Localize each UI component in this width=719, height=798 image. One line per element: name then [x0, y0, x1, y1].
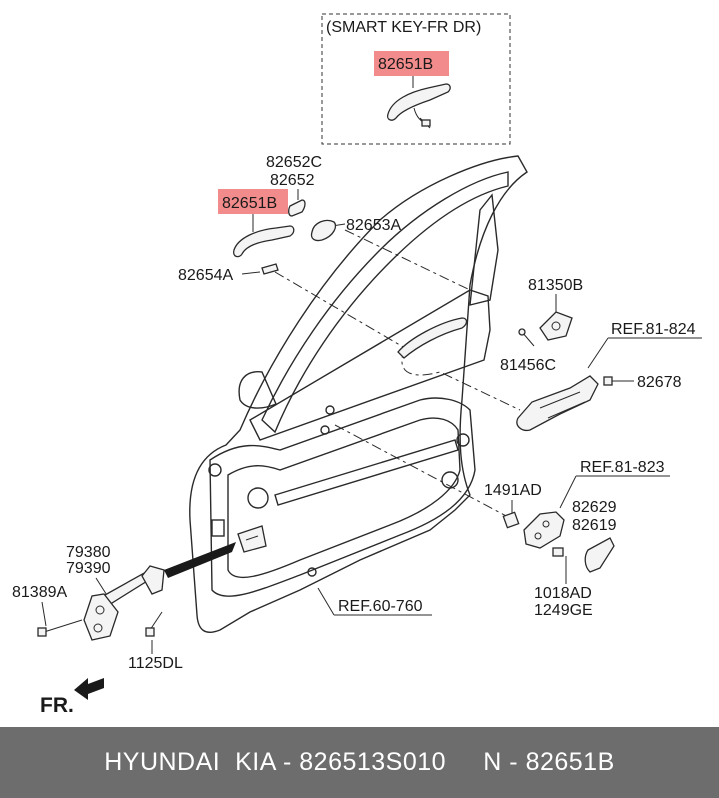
parts-diagram: (SMART KEY-FR DR) 82651B 82652C 826	[12, 13, 702, 717]
part-label-1125DL[interactable]: 1125DL	[128, 655, 183, 672]
ref-60-760-leader	[317, 587, 335, 616]
footer-part-number-text: HYUNDAI KIA - 826513S010 N - 82651B	[104, 748, 615, 776]
smart-key-handle-part[interactable]	[386, 83, 451, 129]
part-label-81456C[interactable]: 81456C	[500, 357, 556, 374]
outside-handle-part[interactable]	[233, 225, 295, 258]
part-label-81350B[interactable]: 81350B	[528, 277, 583, 294]
front-marker-label: FR.	[40, 694, 74, 717]
footer-bar: HYUNDAI KIA - 826513S010 N - 82651B	[0, 727, 719, 798]
part-label-1249GE[interactable]: 1249GE	[534, 602, 593, 619]
door-frame	[189, 155, 528, 633]
smart-key-box	[321, 13, 511, 145]
part-label-82678[interactable]: 82678	[637, 374, 682, 391]
bolt-81389A[interactable]	[37, 619, 83, 637]
bolt-1018AD[interactable]	[552, 547, 567, 584]
checker-pointer-arrow	[164, 542, 236, 578]
key-cylinder-part[interactable]	[523, 511, 565, 549]
part-label-82652[interactable]: 82652	[270, 172, 315, 189]
part-label-1491AD[interactable]: 1491AD	[484, 482, 542, 499]
cap-part-82619[interactable]	[584, 537, 615, 573]
top-part-highlight	[374, 51, 449, 76]
handle-cover-part[interactable]	[288, 199, 306, 217]
part-label-82652C[interactable]: 82652C	[266, 154, 322, 171]
nut-1491AD[interactable]	[502, 511, 520, 529]
part-label-81389A[interactable]: 81389A	[12, 584, 67, 601]
clip-82678[interactable]	[603, 376, 613, 386]
smart-key-box-title: (SMART KEY-FR DR)	[326, 19, 481, 36]
part-label-82653A[interactable]: 82653A	[346, 217, 401, 234]
escutcheon-part[interactable]	[310, 219, 337, 242]
part-label-82654A[interactable]: 82654A	[178, 267, 233, 284]
screw-81456C[interactable]	[518, 328, 535, 347]
top-part-label[interactable]: 82651B	[378, 56, 433, 73]
handle-pad-part[interactable]	[261, 263, 279, 275]
front-arrow-icon	[74, 678, 104, 700]
part-label-79380[interactable]: 79380	[66, 544, 111, 561]
guide-lines	[274, 229, 521, 519]
inner-handle-part[interactable]	[397, 317, 468, 359]
door-latch-part[interactable]	[516, 375, 599, 432]
leader-81389A	[41, 601, 47, 627]
bolt-1125DL[interactable]	[145, 611, 163, 637]
part-label-1018AD[interactable]: 1018AD	[534, 585, 592, 602]
checker-mount-part[interactable]	[237, 525, 267, 553]
ref-81-823-leader	[559, 475, 577, 509]
ref-81-824[interactable]: REF.81-824	[611, 321, 696, 338]
leader-82654A	[241, 271, 261, 275]
ref-81-823[interactable]: REF.81-823	[580, 459, 665, 476]
door-checker-part[interactable]	[83, 565, 165, 641]
part-label-82619[interactable]: 82619	[572, 517, 617, 534]
main-part-label[interactable]: 82651B	[222, 195, 277, 212]
ref-60-760[interactable]: REF.60-760	[338, 598, 423, 615]
main-part-highlight	[218, 189, 288, 214]
ref-81-824-leader	[587, 337, 609, 369]
part-label-82629[interactable]: 82629	[572, 499, 617, 516]
latch-bracket-part[interactable]	[539, 311, 573, 341]
part-label-79390[interactable]: 79390	[66, 560, 111, 577]
